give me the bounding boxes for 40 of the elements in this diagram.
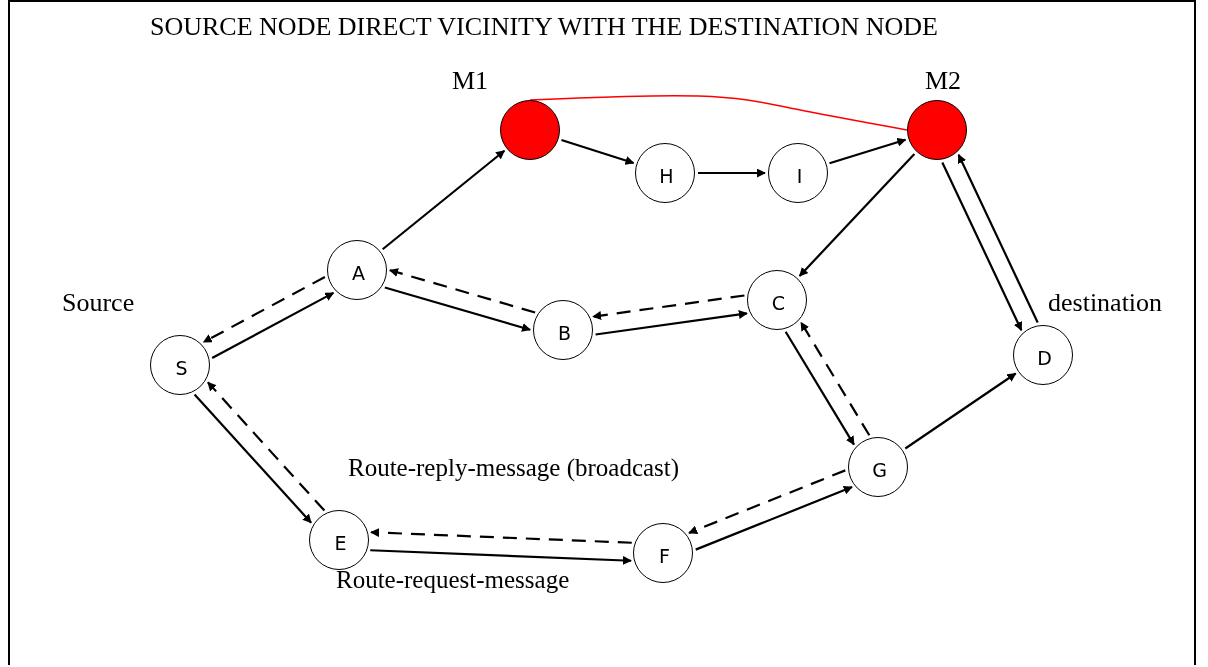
message-label: Route-reply-message (broadcast) xyxy=(348,454,680,482)
filled-node-circle xyxy=(907,100,967,160)
node-circle: A xyxy=(327,240,387,300)
node-caption: Source xyxy=(62,288,135,318)
arrow xyxy=(695,485,853,551)
dashed-arrow xyxy=(207,381,326,512)
arrow xyxy=(829,137,907,165)
arrow xyxy=(595,309,748,336)
dashed-arrow xyxy=(688,469,846,535)
dashed-arrow xyxy=(370,528,632,544)
node-circle: I xyxy=(768,143,828,203)
node-caption: M2 xyxy=(925,66,962,96)
arrow xyxy=(698,168,766,178)
node-circle: F xyxy=(633,523,693,583)
arrow xyxy=(957,153,1039,324)
arrow xyxy=(384,286,531,332)
node-circle: H xyxy=(635,143,695,203)
dashed-arrow xyxy=(389,268,536,314)
dashed-arrow xyxy=(202,276,326,344)
node-circle: E xyxy=(309,510,369,570)
arrow xyxy=(211,291,335,359)
dashed-arrow xyxy=(592,294,745,321)
arrow xyxy=(370,549,632,565)
node-circle: D xyxy=(1013,325,1073,385)
arrow xyxy=(904,372,1017,450)
arrow xyxy=(193,393,312,524)
node-caption: destination xyxy=(1048,288,1163,318)
node-circle: G xyxy=(848,437,908,497)
node-circle: S xyxy=(150,335,210,395)
node-caption: M1 xyxy=(452,66,489,96)
dashed-arrow xyxy=(800,321,871,436)
node-circle: C xyxy=(747,270,807,330)
filled-node-circle xyxy=(500,100,560,160)
arrow xyxy=(784,331,855,446)
diagram-title: SOURCE NODE DIRECT VICINITY WITH THE DESTINATION NODE xyxy=(150,12,938,42)
node-circle: B xyxy=(533,300,593,360)
arrow xyxy=(941,161,1023,332)
arrow xyxy=(798,153,916,277)
arrow xyxy=(561,138,635,165)
arrow xyxy=(381,149,506,251)
